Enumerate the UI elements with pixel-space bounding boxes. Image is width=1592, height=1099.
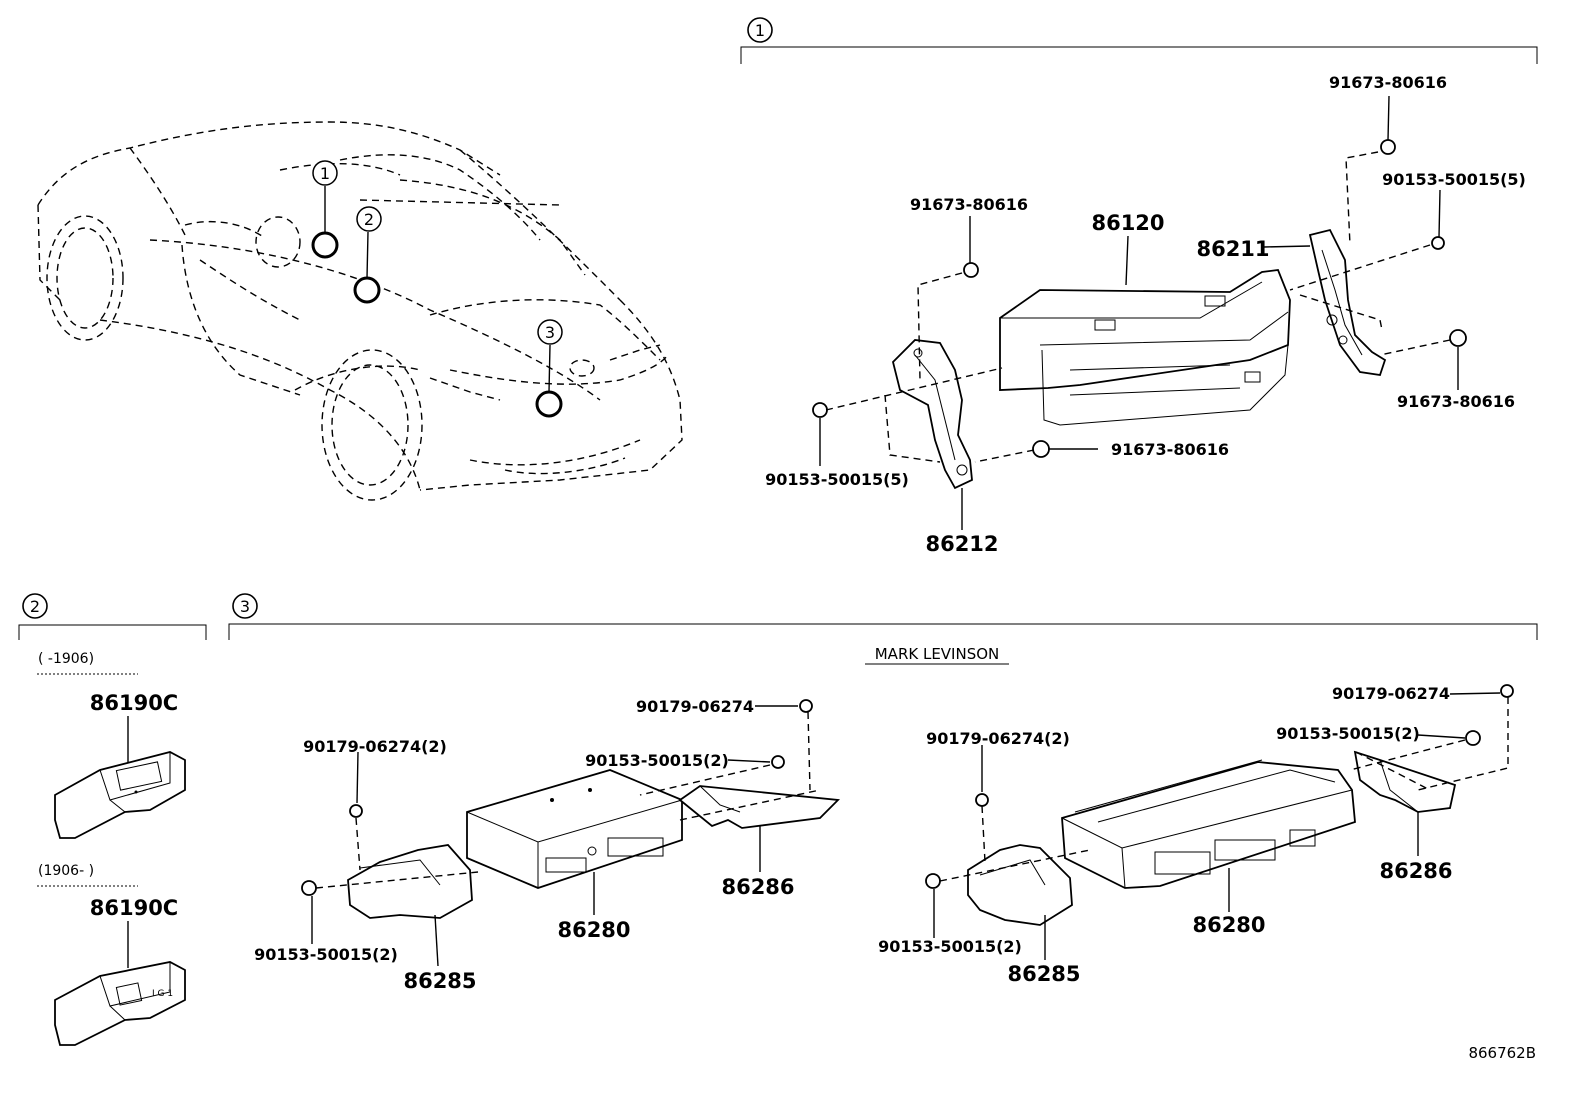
label-86285-left: 86285 [403, 969, 476, 993]
label-90153-50015-right-top: 90153-50015(2) [1276, 724, 1420, 743]
label-86280-right: 86280 [1192, 913, 1265, 937]
label-90153-50015-right: 90153-50015(5) [1382, 170, 1526, 189]
label-90179-06274-left-top: 90179-06274 [636, 697, 754, 716]
switch-86190C-b: I G 1 [54, 961, 186, 1046]
amp-group-left: 90179-06274 90153-50015(2) 90179-06274(2… [254, 697, 840, 993]
bracket-86212 [892, 339, 973, 490]
section-2-callout: 2 [30, 597, 40, 616]
label-91673-80616-top-right: 91673-80616 [1329, 73, 1447, 92]
bracket-86286-right [1353, 750, 1457, 813]
bracket-86286-left [678, 785, 840, 829]
bracket-86285-right [967, 844, 1073, 926]
label-86280-left: 86280 [557, 918, 630, 942]
figure-id: 866762B [1468, 1044, 1536, 1062]
switch-86190C-a [54, 751, 186, 839]
car-callout-2: 2 [364, 210, 374, 229]
label-86286-left: 86286 [721, 875, 794, 899]
svg-text:I G 1: I G 1 [152, 989, 173, 999]
label-86190C-a: 86190C [90, 691, 178, 715]
label-90153-50015-left-screw: 90153-50015(2) [254, 945, 398, 964]
amp-group-right: 90179-06274 90153-50015(2) 90179-06274(2… [878, 684, 1514, 986]
section-1: 1 [740, 17, 1538, 556]
section-3: 3 MARK LEVINSON [228, 593, 1538, 993]
label-90153-50015-right-screw: 90153-50015(2) [878, 937, 1022, 956]
label-86120: 86120 [1091, 211, 1164, 235]
label-91673-80616-left-top: 91673-80616 [910, 195, 1028, 214]
label-86286-right: 86286 [1379, 859, 1452, 883]
amplifier-86280-right [1061, 759, 1356, 889]
bracket-86285-left [347, 844, 473, 919]
label-90179-06274-right-top: 90179-06274 [1332, 684, 1450, 703]
head-unit-86120 [999, 269, 1291, 426]
section-2: 2 ( -1906) 86190C (1906- ) 86190C I G 1 [18, 593, 207, 1046]
label-86190C-b: 86190C [90, 896, 178, 920]
mark-levinson-heading: MARK LEVINSON [875, 645, 1000, 663]
label-90179-06274-left-nut: 90179-06274(2) [303, 737, 447, 756]
label-91673-80616-center-low: 91673-80616 [1111, 440, 1229, 459]
label-86212: 86212 [925, 532, 998, 556]
label-90153-50015-left: 90153-50015(5) [765, 470, 909, 489]
section-1-callout: 1 [755, 21, 765, 40]
fastener-icons-s1 [812, 139, 1467, 458]
label-86285-right: 86285 [1007, 962, 1080, 986]
range-from-1906: (1906- ) [38, 863, 94, 879]
amplifier-86280-left [466, 769, 683, 889]
label-90153-50015-left-top: 90153-50015(2) [585, 751, 729, 770]
vehicle-overview: 1 2 3 [37, 121, 683, 501]
bracket-86211 [1308, 228, 1387, 377]
section-3-callout: 3 [240, 597, 250, 616]
label-90179-06274-right-nut: 90179-06274(2) [926, 729, 1070, 748]
label-91673-80616-right-low: 91673-80616 [1397, 392, 1515, 411]
car-callout-3: 3 [545, 323, 555, 342]
label-86211: 86211 [1196, 237, 1269, 261]
range-until-1906: ( -1906) [38, 651, 94, 667]
car-callout-1: 1 [320, 164, 330, 183]
